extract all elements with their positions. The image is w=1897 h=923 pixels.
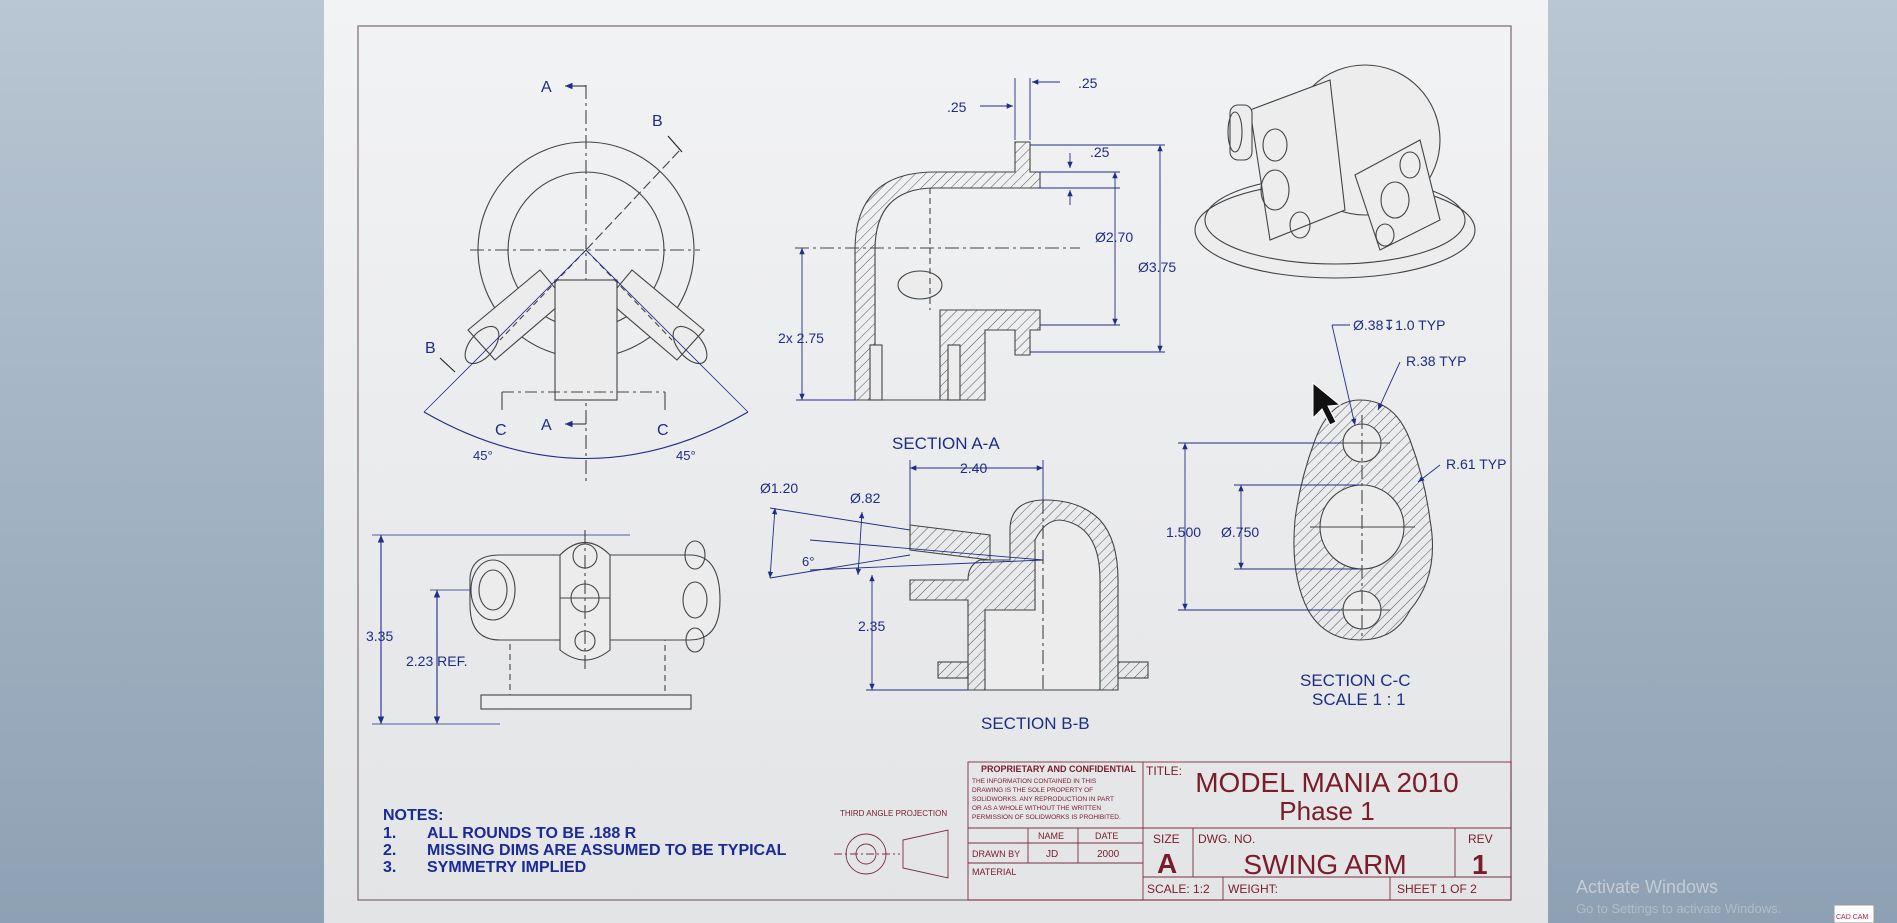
revision-value: 1 bbox=[1472, 849, 1488, 880]
note-2-number: 2. bbox=[383, 842, 396, 859]
section-cc-scale: SCALE 1 : 1 bbox=[1312, 690, 1406, 709]
dim-cc-radius-61: R.61 TYP bbox=[1446, 456, 1506, 472]
material-label: MATERIAL bbox=[972, 867, 1016, 877]
mouse-cursor-icon bbox=[1312, 381, 1342, 426]
third-angle-projection-symbol: THIRD ANGLE PROJECTION bbox=[834, 809, 949, 879]
revision-label: REV bbox=[1468, 832, 1493, 846]
note-2-text: MISSING DIMS ARE ASSUMED TO BE TYPICAL bbox=[427, 842, 787, 859]
dim-bb-height: 2.35 bbox=[858, 618, 885, 634]
angle-label-left: 45° bbox=[473, 448, 493, 463]
dim-aa-diameter-270: Ø2.70 bbox=[1095, 229, 1133, 245]
section-marker-a-top: A bbox=[541, 79, 552, 96]
date-column-header: DATE bbox=[1095, 831, 1118, 841]
section-aa-dimensions bbox=[796, 78, 1165, 401]
drawing-number-label: DWG. NO. bbox=[1198, 832, 1255, 846]
angle-label-right: 45° bbox=[676, 448, 696, 463]
drawn-by-date: 2000 bbox=[1097, 849, 1120, 860]
note-1-text: ALL ROUNDS TO BE .188 R bbox=[427, 825, 637, 842]
note-3-text: SYMMETRY IMPLIED bbox=[427, 859, 586, 876]
section-aa-view bbox=[795, 141, 1080, 401]
section-aa-labels: .25 .25 .25 Ø2.70 Ø3.75 2x 2.75 SECTION … bbox=[778, 75, 1176, 453]
dim-cc-length: 1.500 bbox=[1166, 524, 1201, 540]
section-marker-c-left: C bbox=[495, 422, 507, 439]
dim-reference-height: 2.23 REF. bbox=[406, 653, 467, 669]
size-label: SIZE bbox=[1153, 832, 1180, 846]
drawing-border bbox=[357, 25, 1512, 901]
drawing-title-line-1: MODEL MANIA 2010 bbox=[1195, 767, 1459, 798]
dim-aa-wall-right: .25 bbox=[1078, 75, 1098, 91]
weight-text: WEIGHT: bbox=[1228, 882, 1278, 896]
isometric-view bbox=[1194, 64, 1476, 279]
proprietary-line-2: DRAWING IS THE SOLE PROPERTY OF bbox=[972, 787, 1093, 794]
dim-bb-width: 2.40 bbox=[960, 460, 987, 476]
proprietary-line-5: PERMISSION OF SOLIDWORKS IS PROHIBITED. bbox=[972, 814, 1121, 821]
sheet-text: SHEET 1 OF 2 bbox=[1397, 882, 1477, 896]
section-cc-title: SECTION C-C bbox=[1300, 671, 1411, 690]
section-marker-a-bottom: A bbox=[541, 417, 552, 434]
dim-aa-wall-left: .25 bbox=[947, 99, 967, 115]
activate-windows-title: Activate Windows bbox=[1576, 877, 1718, 897]
top-view bbox=[423, 82, 749, 485]
dim-bb-angle: 6° bbox=[802, 554, 814, 569]
top-view-labels: A A B B C C 45° 45° bbox=[425, 79, 696, 463]
title-block bbox=[967, 761, 1512, 901]
note-1-number: 1. bbox=[383, 825, 396, 842]
section-marker-b-bottom: B bbox=[425, 340, 436, 357]
notes-block: NOTES: 1. ALL ROUNDS TO BE .188 R 2. MIS… bbox=[383, 807, 787, 876]
dim-aa-diameter-375: Ø3.75 bbox=[1138, 259, 1176, 275]
section-cc-dimensions bbox=[1178, 324, 1441, 611]
name-column-header: NAME bbox=[1038, 831, 1064, 841]
activate-windows-hint: Go to Settings to activate Windows. bbox=[1576, 901, 1781, 916]
proprietary-line-1: THE INFORMATION CONTAINED IN THIS bbox=[972, 778, 1097, 785]
proprietary-line-3: SOLIDWORKS. ANY REPRODUCTION IN PART bbox=[972, 796, 1114, 803]
title-label: TITLE: bbox=[1146, 764, 1182, 778]
section-bb-dimensions bbox=[767, 460, 1044, 691]
cadcam-logo-icon: CAD CAM bbox=[1833, 904, 1875, 923]
dim-overall-height: 3.35 bbox=[366, 628, 393, 644]
size-value: A bbox=[1157, 848, 1177, 879]
proprietary-line-4: OR AS A WHOLE WITHOUT THE WRITTEN bbox=[972, 805, 1101, 812]
front-view-labels: 3.35 2.23 REF. bbox=[366, 628, 467, 669]
corner-logo-text: CAD CAM bbox=[1836, 914, 1868, 921]
dim-cc-diameter-750: Ø.750 bbox=[1221, 524, 1259, 540]
section-marker-b-top: B bbox=[652, 113, 663, 130]
dim-aa-height: 2x 2.75 bbox=[778, 330, 824, 346]
dim-cc-hole-depth: Ø.38↧1.0 TYP bbox=[1353, 317, 1445, 333]
drawn-by-name: JD bbox=[1046, 849, 1058, 860]
dim-bb-diameter-120: Ø1.20 bbox=[760, 480, 798, 496]
drawn-by-label: DRAWN BY bbox=[972, 849, 1020, 859]
section-bb-view bbox=[909, 499, 1149, 692]
section-marker-c-right: C bbox=[657, 422, 669, 439]
dim-cc-radius-38: R.38 TYP bbox=[1406, 353, 1466, 369]
note-3-number: 3. bbox=[383, 859, 396, 876]
scale-text: SCALE: 1:2 bbox=[1147, 882, 1210, 896]
front-view bbox=[372, 530, 721, 725]
section-aa-title: SECTION A-A bbox=[892, 434, 1000, 453]
section-cc-view bbox=[1293, 399, 1433, 641]
section-cc-labels: Ø.38↧1.0 TYP R.38 TYP R.61 TYP 1.500 Ø.7… bbox=[1166, 317, 1506, 709]
drawing-title-line-2: Phase 1 bbox=[1279, 796, 1374, 826]
title-block-text: PROPRIETARY AND CONFIDENTIAL THE INFORMA… bbox=[972, 764, 1493, 896]
dim-aa-flange: .25 bbox=[1090, 144, 1110, 160]
proprietary-heading: PROPRIETARY AND CONFIDENTIAL bbox=[981, 764, 1137, 774]
drawing-number-value: SWING ARM bbox=[1243, 849, 1406, 880]
section-bb-labels: Ø1.20 Ø.82 6° 2.40 2.35 SECTION B-B bbox=[760, 460, 1090, 733]
notes-heading: NOTES: bbox=[383, 807, 443, 824]
section-bb-title: SECTION B-B bbox=[981, 714, 1090, 733]
projection-label: THIRD ANGLE PROJECTION bbox=[840, 809, 947, 818]
dim-bb-diameter-82: Ø.82 bbox=[850, 490, 881, 506]
